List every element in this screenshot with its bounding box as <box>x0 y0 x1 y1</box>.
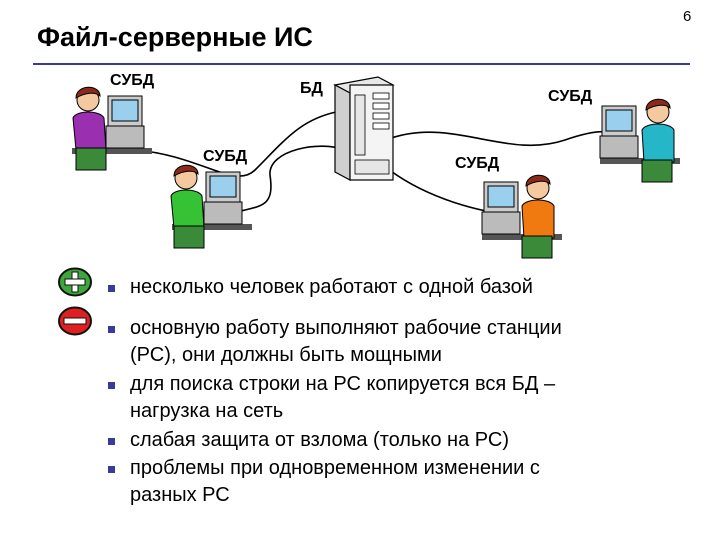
bullet-marker <box>108 285 115 292</box>
con-text: проблемы при одновременном изменении с <box>130 457 540 479</box>
label-database-server: БД <box>300 80 323 97</box>
cable-top-left <box>134 111 337 177</box>
network-diagram <box>72 76 680 259</box>
title-underline <box>33 63 690 65</box>
label-dbms-top-right: СУБД <box>548 88 593 105</box>
slide-title: Файл-серверные ИС <box>37 22 313 52</box>
slide-number: 6 <box>683 8 692 25</box>
label-dbms-bottom-right: СУБД <box>455 155 500 172</box>
cable-bottom-left <box>224 145 346 216</box>
workstation-icon <box>170 164 252 249</box>
cable-top-right <box>385 130 633 147</box>
con-text: основную работу выполняют рабочие станци… <box>130 317 562 339</box>
workstation-icon <box>481 174 562 259</box>
bullet-marker <box>108 326 115 333</box>
workstation-icon <box>72 86 152 171</box>
pro-text: несколько человек работают с одной базой <box>130 276 533 298</box>
con-text: нагрузка на сеть <box>130 400 284 422</box>
workstation-icon <box>599 98 680 183</box>
minus-icon <box>58 306 92 336</box>
bullet-marker <box>108 382 115 389</box>
con-text: для поиска строки на РС копируется вся Б… <box>130 373 556 395</box>
label-dbms-bottom-left: СУБД <box>203 148 248 165</box>
label-dbms-top-left: СУБД <box>110 72 155 89</box>
con-text: (РС), они должны быть мощными <box>130 344 442 366</box>
plus-icon <box>58 267 92 297</box>
con-text: слабая защита от взлома (только на РС) <box>130 429 509 451</box>
bullet-marker <box>108 438 115 445</box>
bullet-marker <box>108 466 115 473</box>
con-text: разных РС <box>130 484 230 506</box>
server-icon <box>333 76 395 181</box>
